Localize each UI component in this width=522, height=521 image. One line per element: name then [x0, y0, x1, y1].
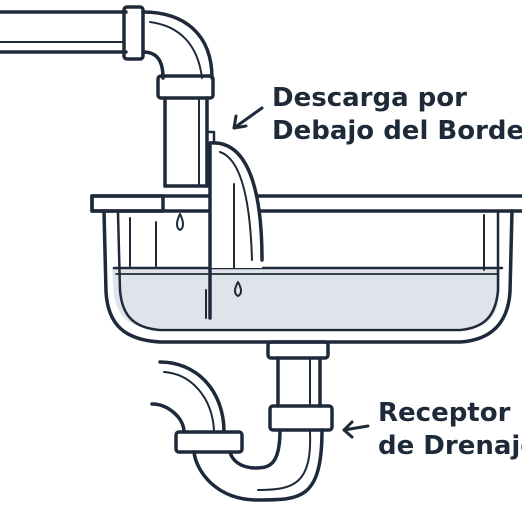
drain-receptor-label-line-1: Receptor [378, 398, 511, 428]
rim-discharge-pipe [176, 141, 264, 320]
supply-pipe [0, 5, 216, 188]
rim-discharge-label-line-2: Debajo del Borde [272, 116, 522, 146]
rim-discharge-label: Descarga por Debajo del Borde [272, 82, 522, 148]
sink-basin [90, 194, 522, 344]
drain-receptor [150, 340, 334, 502]
drain-receptor-label: Receptor de Drenaje [378, 397, 522, 463]
water [112, 268, 500, 328]
rim-discharge-label-line-1: Descarga por [272, 83, 467, 113]
arrow-drain-receptor [342, 420, 370, 439]
drain-receptor-label-line-2: de Drenaje [378, 431, 522, 461]
arrow-rim-discharge [232, 106, 264, 130]
